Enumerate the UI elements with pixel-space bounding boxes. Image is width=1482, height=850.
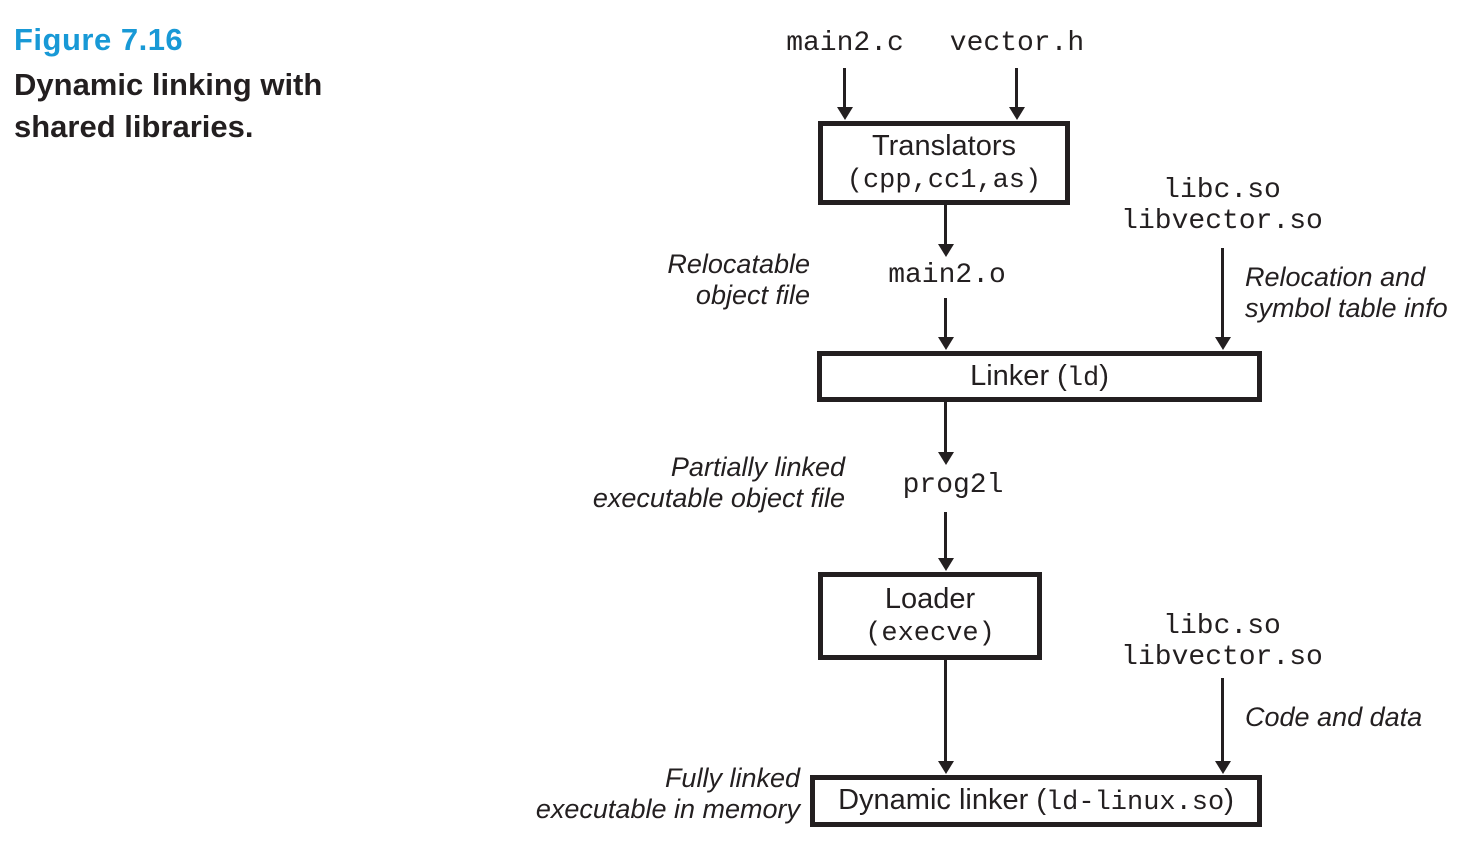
note-relocatable-line1: Relocatable: [667, 249, 810, 279]
linker-command: ld: [1066, 363, 1100, 394]
figure-title-line2: shared libraries.: [14, 109, 254, 144]
lib-libc-top: libc.so: [1163, 175, 1281, 206]
arrow-loader-to-dynamic-linker: [944, 660, 947, 761]
lib-libvector-bottom: libvector.so: [1121, 642, 1323, 673]
note-partially-line2: executable object file: [592, 483, 845, 513]
arrow-libs-to-linker: [1221, 248, 1224, 337]
linker-label: Linker (ld): [970, 360, 1109, 394]
loader-title: Loader: [884, 583, 976, 615]
note-code-and-data: Code and data: [1245, 702, 1422, 733]
note-relocatable-line2: object file: [695, 280, 810, 310]
note-fully-linked: Fully linked executable in memory: [536, 763, 800, 825]
lib-libc-bottom: libc.so: [1163, 611, 1281, 642]
note-relocation-info: Relocation and symbol table info: [1245, 262, 1448, 324]
figure-title: Dynamic linking with shared libraries.: [14, 64, 322, 148]
libs-bottom: libc.so libvector.so: [1121, 611, 1323, 673]
figure-number: Figure 7.16: [14, 22, 184, 57]
figure-title-line1: Dynamic linking with: [14, 67, 323, 102]
note-relocation-line2: symbol table info: [1245, 293, 1448, 323]
note-relocatable-object-file: Relocatable object file: [667, 249, 810, 311]
dynamic-linker-paren: ): [1224, 784, 1234, 816]
note-partially-line1: Partially linked: [670, 452, 845, 482]
note-relocation-line1: Relocation and: [1245, 262, 1426, 292]
linker-name: Linker (: [970, 359, 1067, 392]
loader-syscall: (execve): [865, 619, 995, 649]
arrow-libs-to-dynamic-linker: [1221, 678, 1224, 761]
translators-tools: (cpp,cc1,as): [846, 166, 1042, 196]
arrow-translators-to-main2o: [944, 205, 947, 244]
file-main2-o: main2.o: [888, 260, 1006, 291]
file-vector-h: vector.h: [949, 28, 1085, 59]
file-prog2l: prog2l: [902, 470, 1004, 501]
arrow-vectorh-to-translators: [1015, 68, 1018, 107]
box-loader: Loader (execve): [818, 572, 1042, 660]
box-dynamic-linker: Dynamic linker (ld-linux.so): [810, 775, 1262, 827]
dynamic-linker-name: Dynamic linker (: [838, 784, 1046, 816]
libs-top: libc.so libvector.so: [1121, 175, 1323, 237]
note-code-and-data-text: Code and data: [1245, 702, 1423, 732]
arrow-main2c-to-translators: [843, 68, 846, 107]
arrow-main2o-to-linker: [944, 298, 947, 337]
note-fully-line2: executable in memory: [535, 794, 800, 824]
arrow-prog2l-to-loader: [944, 512, 947, 558]
note-partially-linked: Partially linked executable object file: [593, 452, 845, 514]
box-translators: Translators (cpp,cc1,as): [818, 121, 1070, 205]
dynamic-linker-command: ld-linux.so: [1045, 788, 1225, 818]
translators-title: Translators: [872, 130, 1016, 162]
arrow-linker-to-prog2l: [944, 402, 947, 452]
note-fully-line1: Fully linked: [664, 763, 800, 793]
file-main2-c: main2.c: [786, 28, 904, 59]
box-linker: Linker (ld): [817, 351, 1262, 402]
lib-libvector-top: libvector.so: [1121, 206, 1323, 237]
linker-paren: ): [1099, 359, 1109, 392]
dynamic-linker-label: Dynamic linker (ld-linux.so): [838, 784, 1234, 818]
